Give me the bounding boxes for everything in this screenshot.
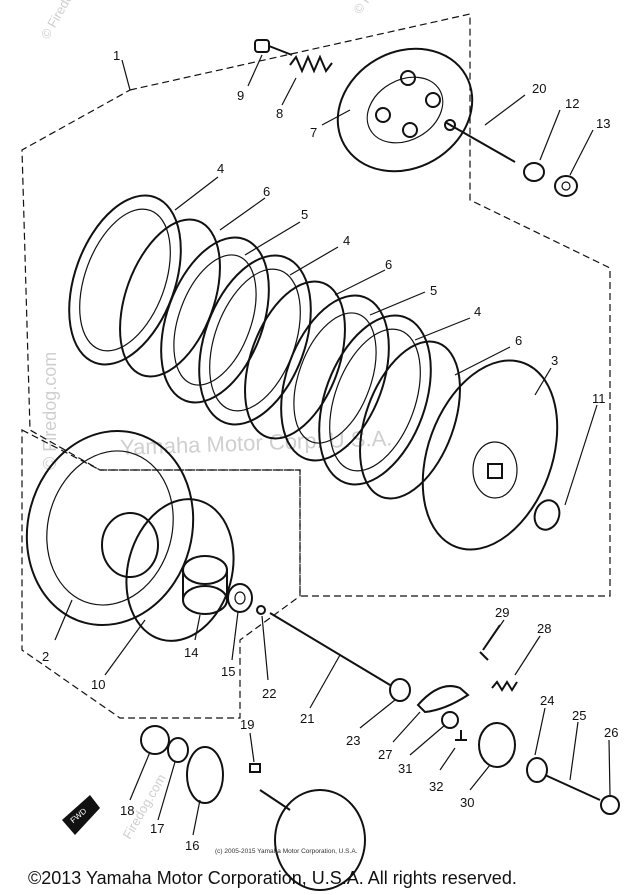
watermark-top-right: © Firedog.com — [350, 0, 411, 17]
primary-drive-gear-16 — [186, 746, 224, 804]
callout-24: 24 — [540, 693, 554, 708]
callout-20: 20 — [532, 81, 546, 96]
circlip-11 — [533, 499, 561, 531]
callout-2: 2 — [42, 649, 49, 664]
callout-14: 14 — [184, 645, 198, 660]
callout-11: 11 — [592, 391, 606, 406]
ball-22 — [256, 605, 266, 615]
oil-seal-23 — [389, 678, 411, 702]
fwd-arrow-icon: FWD — [62, 795, 100, 835]
nut-12 — [523, 162, 545, 182]
callout-6c: 6 — [515, 333, 522, 348]
leader-lines — [54, 54, 611, 836]
nut-18 — [140, 725, 170, 755]
screw-32 — [455, 730, 467, 741]
callout-30: 30 — [460, 795, 474, 810]
washer-13 — [554, 175, 578, 197]
callout-5a: 5 — [301, 207, 308, 222]
washer-31 — [441, 711, 459, 729]
nut-26 — [600, 795, 620, 815]
callout-28: 28 — [537, 621, 551, 636]
assembly-outline-upper — [21, 13, 611, 597]
push-lever-27 — [416, 685, 470, 714]
shaft-25 — [544, 774, 601, 801]
callout-26: 26 — [604, 725, 618, 740]
footer-copyright: ©2013 Yamaha Motor Corporation, U.S.A. A… — [28, 868, 517, 888]
plate-stack — [68, 194, 461, 500]
callout-23: 23 — [346, 733, 360, 748]
callout-8: 8 — [276, 106, 283, 121]
clutch-bolt — [254, 39, 293, 56]
crankshaft — [259, 789, 366, 891]
callout-25: 25 — [572, 708, 586, 723]
callout-4c: 4 — [474, 304, 481, 319]
spring-28 — [491, 680, 518, 692]
callout-29: 29 — [495, 605, 509, 620]
callout-16: 16 — [185, 838, 199, 853]
callout-22: 22 — [262, 686, 276, 701]
callout-6a: 6 — [263, 184, 270, 199]
push-rod-20 — [444, 119, 516, 163]
leader-1 — [121, 59, 131, 91]
primary-driven-gear — [25, 429, 195, 627]
o-ring-10 — [125, 498, 235, 642]
callout-12: 12 — [565, 96, 579, 111]
callout-13: 13 — [596, 116, 610, 131]
key-19 — [249, 763, 261, 773]
watermark-side-left: © Firedog.com — [40, 352, 60, 470]
callout-9: 9 — [237, 88, 244, 103]
washer-15 — [227, 583, 253, 613]
callout-17: 17 — [150, 821, 164, 836]
callout-4b: 4 — [343, 233, 350, 248]
callout-18: 18 — [120, 803, 134, 818]
callout-27: 27 — [378, 747, 392, 762]
callout-15: 15 — [221, 664, 235, 679]
gear-holder-30 — [478, 722, 516, 768]
spacer-14 — [182, 555, 228, 615]
callout-3: 3 — [551, 353, 558, 368]
callout-6b: 6 — [385, 257, 392, 272]
callout-7: 7 — [310, 125, 317, 140]
callout-4a: 4 — [217, 161, 224, 176]
callout-32: 32 — [429, 779, 443, 794]
callout-31: 31 — [398, 761, 412, 776]
callout-5b: 5 — [430, 283, 437, 298]
gear-24 — [526, 757, 548, 783]
clutch-boss — [421, 359, 559, 551]
callout-1: 1 — [113, 48, 120, 63]
watermark-side-top: © Firedog.com — [38, 0, 94, 42]
callout-10: 10 — [91, 677, 105, 692]
pressure-plate — [336, 47, 474, 173]
clutch-spring — [289, 54, 333, 74]
push-rod-21 — [269, 612, 391, 686]
callout-19: 19 — [240, 717, 254, 732]
assembly-outline-lower — [21, 429, 301, 719]
callout-21: 21 — [300, 711, 314, 726]
washer-17 — [167, 737, 189, 763]
small-credit: (c) 2005-2015 Yamaha Motor Corporation, … — [215, 848, 358, 855]
